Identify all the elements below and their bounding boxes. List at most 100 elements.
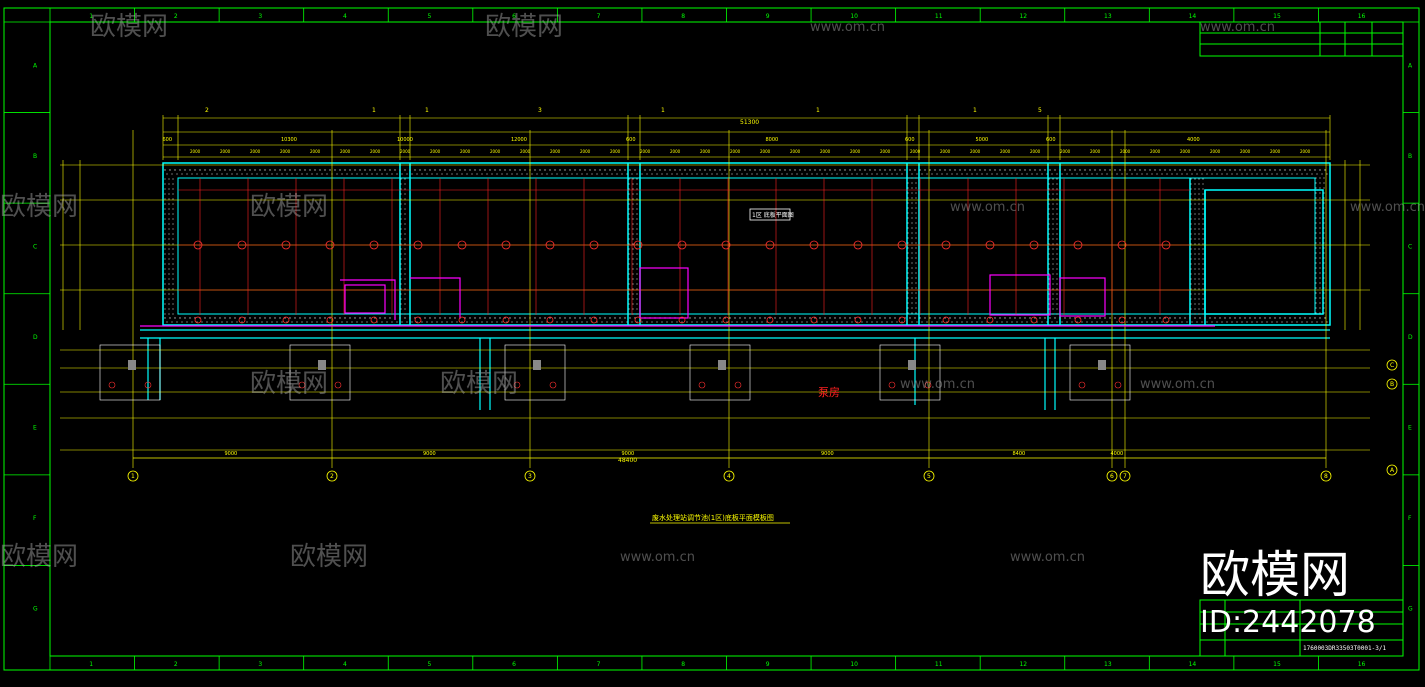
hatch-dot [306, 173, 308, 175]
hatch-dot [744, 317, 746, 319]
column-marker [765, 240, 775, 250]
hatch-dot [1099, 169, 1101, 171]
pump-pad [504, 344, 566, 401]
hatch-dot [764, 169, 766, 171]
hatch-dot [786, 321, 788, 323]
hatch-dot [1061, 173, 1063, 175]
hatch-dot [269, 169, 271, 171]
hatch-dot [168, 253, 170, 255]
room-label: 泵房 [818, 386, 840, 399]
frame-row-letter: A [1408, 62, 1413, 69]
hatch-dot [1326, 321, 1328, 323]
hatch-dot [616, 321, 618, 323]
hatch-dot [346, 321, 348, 323]
hatch-dot [1116, 173, 1118, 175]
axis-bubble [1386, 464, 1398, 476]
hatch-dot [1190, 233, 1192, 235]
hatch-dot [701, 173, 703, 175]
hatch-dot [907, 202, 909, 204]
hatch-dot [1154, 317, 1156, 319]
hatch-dot [501, 173, 503, 175]
hatch-dot [400, 178, 402, 180]
hatch-dot [915, 252, 917, 254]
hatch-dot [1216, 321, 1218, 323]
hatch-dot [1306, 321, 1308, 323]
hatch-dot [856, 321, 858, 323]
hatch-dot [1315, 232, 1317, 234]
hatch-dot [907, 177, 909, 179]
hatch-dot [628, 293, 630, 295]
hatch-dot [714, 169, 716, 171]
hatch-dot [628, 308, 630, 310]
hatch-dot [172, 263, 174, 265]
hatch-dot [351, 173, 353, 175]
hatch-dot [1048, 218, 1050, 220]
hatch-dot [514, 169, 516, 171]
hatch-dot [1198, 238, 1200, 240]
hatch-dot [172, 313, 174, 315]
pump-pad [289, 344, 351, 401]
hatch-dot [400, 278, 402, 280]
hatch-dot [404, 228, 406, 230]
hatch-dot [1129, 317, 1131, 319]
hatch-dot [1198, 203, 1200, 205]
grid-lines [60, 130, 1370, 468]
hatch-dot [281, 321, 283, 323]
hatch-dot [234, 317, 236, 319]
sub-dim-label: 2000 [1180, 149, 1191, 154]
hatch-dot [907, 312, 909, 314]
hatch-dot [229, 169, 231, 171]
sub-dim-label: 2000 [640, 149, 651, 154]
watermark-brand: 欧模网 [250, 192, 328, 222]
hatch-dot [404, 169, 406, 171]
hatch-dot [168, 228, 170, 230]
frame-column-number: 4 [343, 661, 347, 668]
hatch-dot [329, 169, 331, 171]
hatch-dot [994, 169, 996, 171]
hatch-dot [1011, 321, 1013, 323]
hatch-dot [996, 173, 998, 175]
hatch-dot [709, 317, 711, 319]
hatch-dot [911, 257, 913, 259]
hatch-dot [1214, 317, 1216, 319]
hatch-dot [1099, 317, 1101, 319]
frame-column-number: 8 [681, 661, 685, 668]
hatch-dot [729, 169, 731, 171]
hatch-dot [907, 227, 909, 229]
hatch-dot [724, 169, 726, 171]
hatch-dot [1224, 317, 1226, 319]
hatch-dot [911, 307, 913, 309]
hatch-dot [168, 193, 170, 195]
frame-row-letter: D [1408, 334, 1413, 341]
column-marker [545, 240, 555, 250]
hatch-dot [168, 178, 170, 180]
hatch-dot [611, 173, 613, 175]
hatch-dot [1048, 188, 1050, 190]
hatch-dot [1190, 303, 1192, 305]
hatch-dot [1224, 169, 1226, 171]
hatch-dot [1194, 198, 1196, 200]
pump-pad [99, 344, 161, 401]
hatch-dot [1323, 262, 1325, 264]
hatch-dot [571, 321, 573, 323]
column-marker [986, 316, 994, 324]
hatch-dot [1319, 182, 1321, 184]
hatch-dot [1046, 321, 1048, 323]
hatch-dot [1294, 169, 1296, 171]
hatch-dot [172, 238, 174, 240]
hatch-dot [754, 317, 756, 319]
hatch-dot [1156, 321, 1158, 323]
hatch-dot [628, 248, 630, 250]
hatch-dot [249, 169, 251, 171]
hatch-dot [306, 321, 308, 323]
hatch-dot [632, 193, 634, 195]
hatch-dot [1251, 173, 1253, 175]
hatch-dot [168, 313, 170, 315]
hatch-dot [164, 228, 166, 230]
hatch-dot [861, 321, 863, 323]
hatch-dot [1069, 169, 1071, 171]
hatch-dot [1041, 173, 1043, 175]
hatch-dot [1309, 169, 1311, 171]
hatch-dot [1190, 203, 1192, 205]
tank-structure [162, 162, 1331, 326]
